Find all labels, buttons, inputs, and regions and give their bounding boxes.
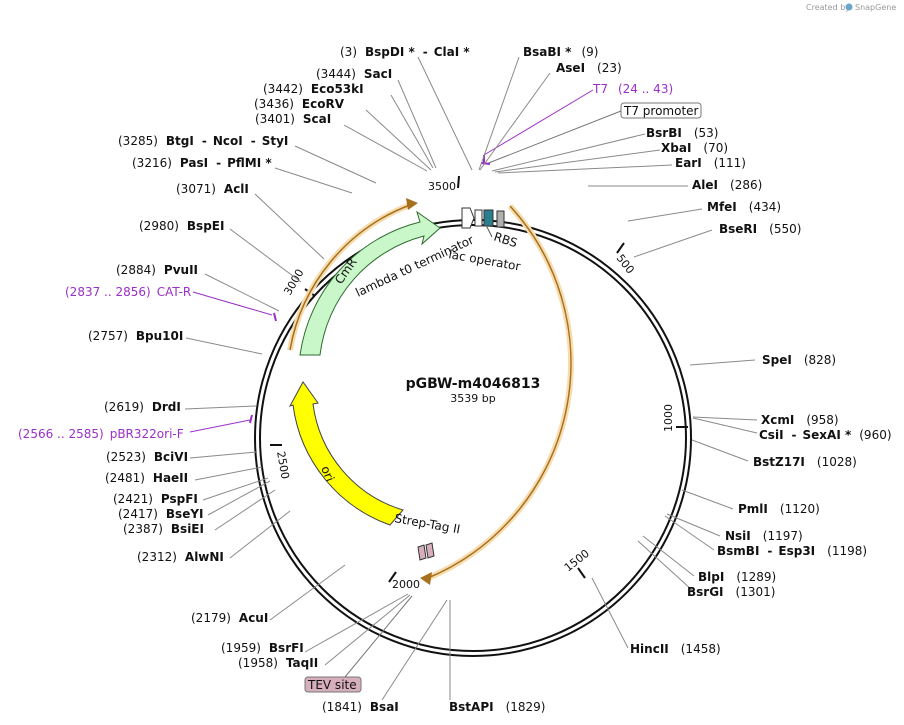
- enzyme-pasi[interactable]: (3216)PasI-PflMI *: [132, 156, 272, 170]
- rbs-marker-2: [496, 210, 505, 228]
- lambda-t0-terminator-marker: [461, 207, 475, 229]
- strep-tag-marker: [417, 544, 427, 561]
- enzyme-bpu10i[interactable]: (2757)Bpu10I: [88, 329, 183, 343]
- enzyme-btgi[interactable]: (3285)BtgI-NcoI-StyI: [118, 134, 288, 148]
- enzyme-haeii[interactable]: (2481)HaeII: [105, 471, 188, 485]
- tev-site-marker: [425, 542, 435, 559]
- enzyme-saci[interactable]: (3444)SacI: [316, 67, 392, 81]
- primer-leaders: [189, 89, 594, 433]
- snapgene-logo-icon: [845, 3, 853, 11]
- cmr-arrow: [299, 210, 441, 356]
- primer-marks: [249, 155, 491, 424]
- primer-cat-r: (2837 .. 2856)CAT-R: [65, 285, 191, 299]
- enzyme-bseyi[interactable]: (2417)BseYI: [118, 507, 204, 521]
- enzyme-bcivi[interactable]: (2523)BciVI: [106, 450, 188, 464]
- enzyme-scai[interactable]: (3401)ScaI: [255, 112, 331, 126]
- enzyme-bsrfi[interactable]: (1959)BsrFI: [221, 641, 304, 655]
- strep-tag-label: Strep-Tag II: [393, 511, 461, 536]
- rbs-leader: [485, 224, 493, 238]
- enzyme-pspfi[interactable]: (2421)PspFI: [113, 492, 198, 506]
- enzyme-xcmi[interactable]: XcmI(958): [761, 413, 839, 427]
- enzyme-xbai[interactable]: XbaI(70): [661, 141, 728, 155]
- enzyme-pvuii[interactable]: (2884)PvuII: [116, 263, 198, 277]
- enzyme-blpi[interactable]: BlpI(1289): [698, 570, 776, 584]
- enzyme-asei[interactable]: AseI(23): [556, 61, 622, 75]
- enzyme-nsii[interactable]: NsiI(1197): [725, 529, 803, 543]
- credit-brand: SnapGene: [855, 3, 896, 12]
- enzyme-hincii[interactable]: HincII(1458): [630, 642, 721, 656]
- enzyme-ecorv[interactable]: (3436)EcoRV: [254, 97, 345, 111]
- tev-site-leader: [344, 595, 413, 678]
- svg-text:3000: 3000: [281, 267, 306, 298]
- ticks: [270, 175, 688, 583]
- enzyme-mfei[interactable]: MfeI(434): [707, 200, 781, 214]
- tev-site-box: [304, 676, 362, 693]
- rbs-label: RBS: [492, 230, 519, 251]
- ori-label: ori: [318, 464, 337, 484]
- enzyme-drdi[interactable]: (2619)DrdI: [104, 400, 181, 414]
- enzyme-bsiei[interactable]: (2387)BsiEI: [123, 522, 204, 536]
- t7-promoter-box: [620, 102, 702, 119]
- credit-text: Created by: [806, 3, 850, 12]
- enzyme-acli[interactable]: (3071)AclI: [176, 182, 249, 196]
- orf-arcs: [287, 198, 574, 585]
- enzyme-taqii[interactable]: (1958)TaqII: [238, 656, 318, 670]
- enzyme-spei[interactable]: SpeI(828): [762, 353, 836, 367]
- enzyme-bstapi[interactable]: BstAPI(1829): [449, 700, 545, 714]
- enzyme-eari[interactable]: EarI(111): [675, 156, 746, 170]
- enzyme-bseri[interactable]: BseRI(550): [719, 222, 801, 236]
- enzyme-csii[interactable]: CsiI-SexAI *(960): [759, 428, 892, 442]
- svg-text:3500: 3500: [428, 180, 456, 193]
- lac-operator-marker: [483, 209, 494, 227]
- enzyme-bspdi[interactable]: (3)BspDI *-ClaI *: [340, 45, 470, 59]
- lac-operator-label: lac operator: [447, 247, 521, 273]
- enzyme-bspei[interactable]: (2980)BspEI: [139, 219, 224, 233]
- enzyme-acui[interactable]: (2179)AcuI: [191, 611, 268, 625]
- primer-t7: T7(24 .. 43): [592, 82, 673, 96]
- enzyme-leaders: [184, 56, 758, 701]
- enzyme-alwni[interactable]: (2312)AlwNI: [137, 550, 224, 564]
- enzyme-bsabi[interactable]: BsaBI *(9): [523, 45, 598, 59]
- enzyme-bsai[interactable]: (1841)BsaI: [322, 700, 399, 714]
- enzyme-pmli[interactable]: PmlI(1120): [738, 502, 820, 516]
- enzyme-bsrgi[interactable]: BsrGI(1301): [687, 585, 775, 599]
- enzyme-bsrbi[interactable]: BsrBI(53): [646, 126, 718, 140]
- svg-text:1500: 1500: [562, 547, 592, 574]
- plasmid-name: pGBW-m4046813: [406, 376, 541, 392]
- enzyme-bsmbi[interactable]: BsmBI-Esp3I(1198): [717, 544, 867, 558]
- primer-pbr322ori-f: (2566 .. 2585)pBR322ori-F: [18, 427, 184, 441]
- enzyme-eco53ki[interactable]: (3442)Eco53kI: [263, 82, 364, 96]
- rbs-marker: [474, 209, 483, 227]
- t7-promoter-leader: [485, 110, 622, 165]
- svg-text:500: 500: [614, 252, 637, 277]
- plasmid-size: 3539 bp: [450, 392, 495, 405]
- enzyme-bstz17i[interactable]: BstZ17I(1028): [753, 455, 857, 469]
- enzyme-alei[interactable]: AleI(286): [692, 178, 762, 192]
- svg-text:2000: 2000: [392, 578, 420, 591]
- t7-promoter-label: T7 promoter: [623, 104, 699, 118]
- svg-text:2500: 2500: [274, 450, 292, 480]
- ori-arrow: [288, 381, 404, 526]
- svg-text:1000: 1000: [662, 404, 675, 432]
- tev-site-label: TEV site: [307, 678, 357, 692]
